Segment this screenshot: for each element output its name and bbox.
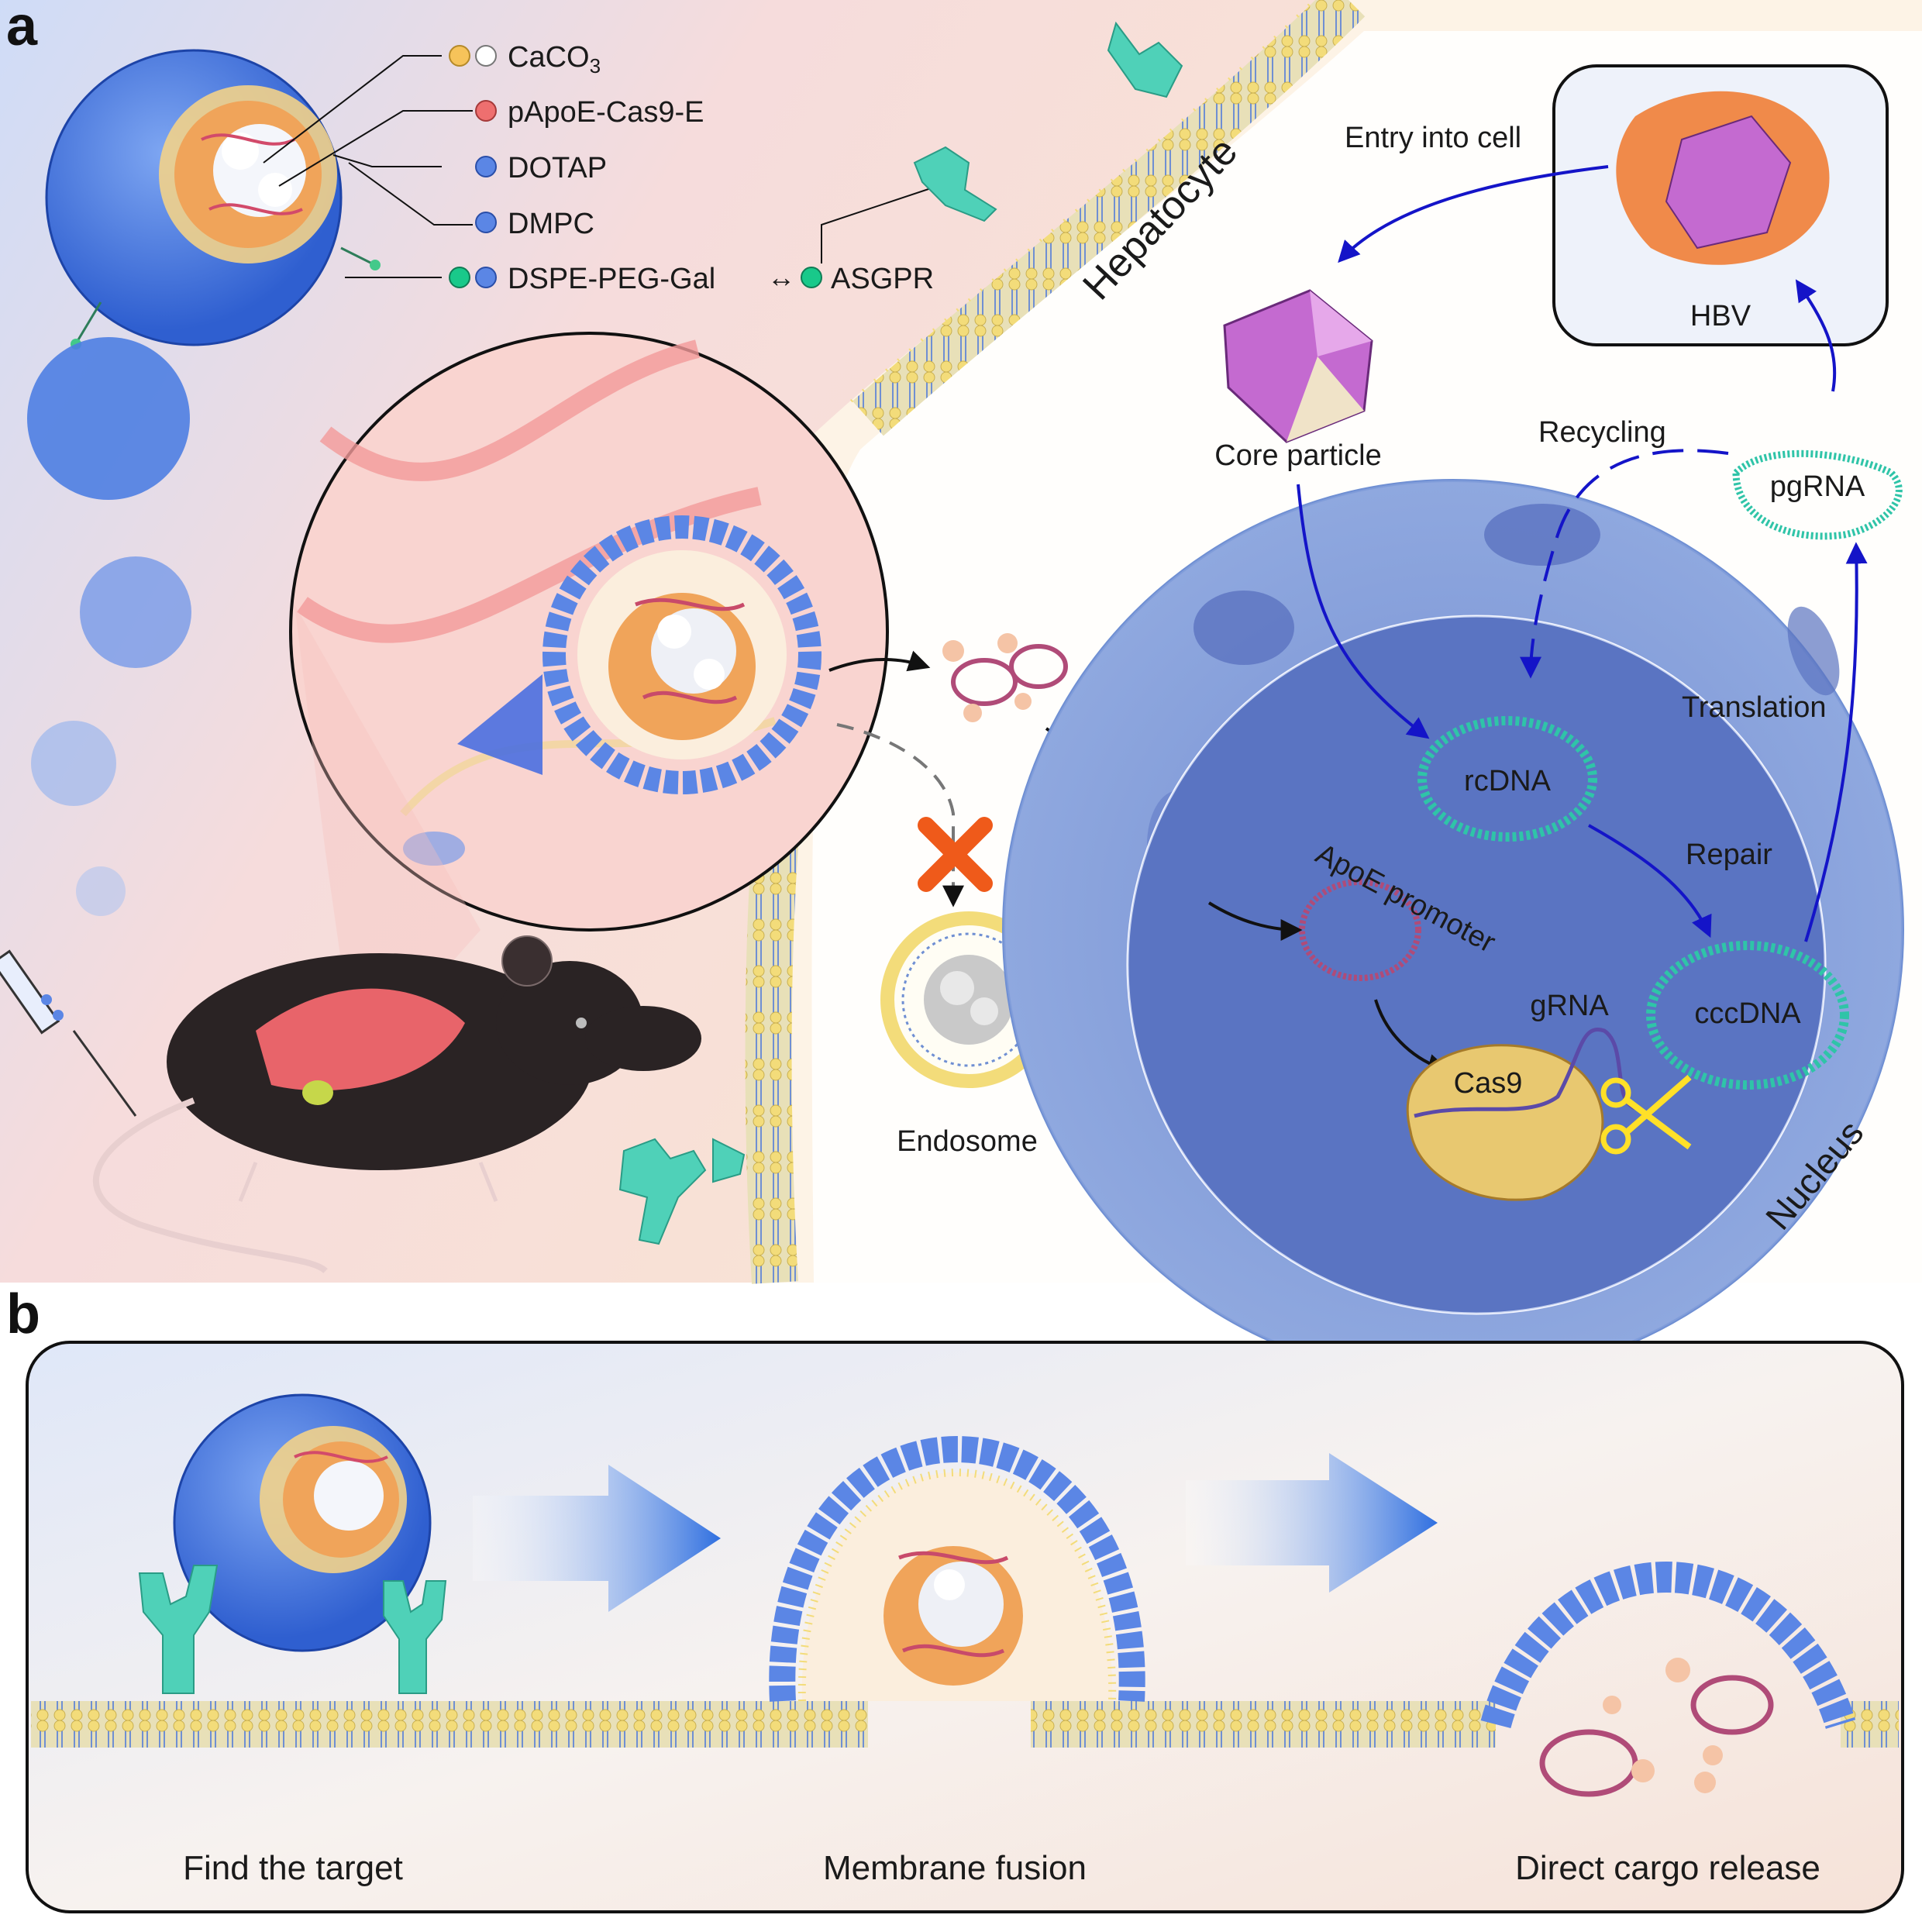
rcdna-icon xyxy=(1417,716,1597,842)
hepatocyte-membrane-upper xyxy=(852,0,1366,436)
step-label-cargo-release: Direct cargo release xyxy=(1515,1849,1820,1887)
hbv-label: HBV xyxy=(1690,300,1752,332)
step1-receptor-right xyxy=(383,1580,447,1694)
legend-asgpr: ASGPR xyxy=(831,263,934,295)
dspe-swatch-blue xyxy=(475,267,497,288)
translation-label: Translation xyxy=(1682,691,1827,724)
arrow-pgrna-hbv xyxy=(1795,279,1837,392)
arrow-translation xyxy=(1804,542,1868,942)
legend-dotap: DOTAP xyxy=(508,152,607,184)
rcdna-label: rcDNA xyxy=(1464,765,1552,797)
pgrna-label: pgRNA xyxy=(1770,470,1865,503)
endosome-label: Endosome xyxy=(897,1125,1038,1158)
grna-label: gRNA xyxy=(1530,990,1609,1022)
panel-b-letter: b xyxy=(6,1283,40,1345)
arrow-recycling xyxy=(1520,449,1729,679)
circulating-lnps xyxy=(27,337,191,916)
caco3-swatch-white xyxy=(475,45,497,67)
step-label-find-target: Find the target xyxy=(183,1849,403,1887)
step2-fusion xyxy=(769,1435,1145,1702)
step-label-membrane-fusion: Membrane fusion xyxy=(823,1849,1087,1887)
asgpr-receptor-top xyxy=(913,146,997,222)
dmpc-swatch xyxy=(475,212,497,233)
apoe-plasmid-icon xyxy=(1299,879,1421,981)
asgpr-receptor-lower xyxy=(618,1138,707,1245)
dotap-swatch xyxy=(475,156,497,177)
arrow-core-rcdna xyxy=(1297,484,1430,739)
step-arrow-2 xyxy=(1186,1453,1438,1593)
cas9-protein xyxy=(1406,1044,1604,1201)
arrow-endosome-blocked xyxy=(836,723,964,907)
step3-release xyxy=(1480,1561,1856,1797)
legend-leader-lines xyxy=(263,55,939,278)
scissors-icon xyxy=(1600,1074,1692,1155)
lnp-schematic xyxy=(45,49,381,350)
lnp-fusing xyxy=(542,515,822,794)
panel-b-membranes xyxy=(31,1701,1899,1748)
nucleus xyxy=(1002,479,1904,1381)
plasmid-swatch xyxy=(475,100,497,122)
arrow-release xyxy=(828,650,931,672)
entry-label: Entry into cell xyxy=(1345,122,1521,154)
asgpr-receptor-lower2 xyxy=(712,1138,746,1183)
legend-dmpc: DMPC xyxy=(508,208,594,240)
arrow-plasmid-entry xyxy=(1207,901,1303,941)
cas9-label: Cas9 xyxy=(1454,1067,1523,1100)
syringe-icon xyxy=(0,949,137,1117)
mouse-illustration xyxy=(92,935,701,1274)
asgpr-swatch xyxy=(801,267,822,288)
core-particle-icon xyxy=(1223,289,1373,443)
grna-strand xyxy=(1414,1028,1637,1118)
step1-lnp xyxy=(173,1393,432,1652)
step-arrow-1 xyxy=(473,1465,721,1612)
legend-caco3: CaCO3 xyxy=(508,41,601,77)
dspe-swatch-green xyxy=(449,267,470,288)
asgpr-receptor-top2 xyxy=(1107,21,1183,98)
panel-a-letter: a xyxy=(6,0,38,57)
recycling-label: Recycling xyxy=(1538,416,1666,449)
cccdna-icon xyxy=(1646,941,1849,1090)
legend: CaCO3 pApoE-Cas9-E DOTAP DMPC DSPE-PEG-G… xyxy=(449,41,934,295)
pgrna-icon xyxy=(1732,449,1903,540)
double-arrow: ↔ xyxy=(767,261,795,293)
repair-label: Repair xyxy=(1686,839,1772,871)
arrow-entry xyxy=(1338,165,1609,263)
step1-receptor-left xyxy=(138,1565,219,1694)
hbv-box xyxy=(1552,64,1889,346)
blocked-cross xyxy=(918,817,993,892)
core-particle-label: Core particle xyxy=(1214,439,1381,472)
arrow-repair xyxy=(1588,824,1712,938)
legend-dspe: DSPE-PEG-Gal xyxy=(508,263,715,295)
legend-plasmid: pApoE-Cas9-E xyxy=(508,96,704,129)
magnification-cone xyxy=(294,604,480,1069)
cccdna-label: cccDNA xyxy=(1694,997,1801,1030)
caco3-swatch-orange xyxy=(449,45,470,67)
